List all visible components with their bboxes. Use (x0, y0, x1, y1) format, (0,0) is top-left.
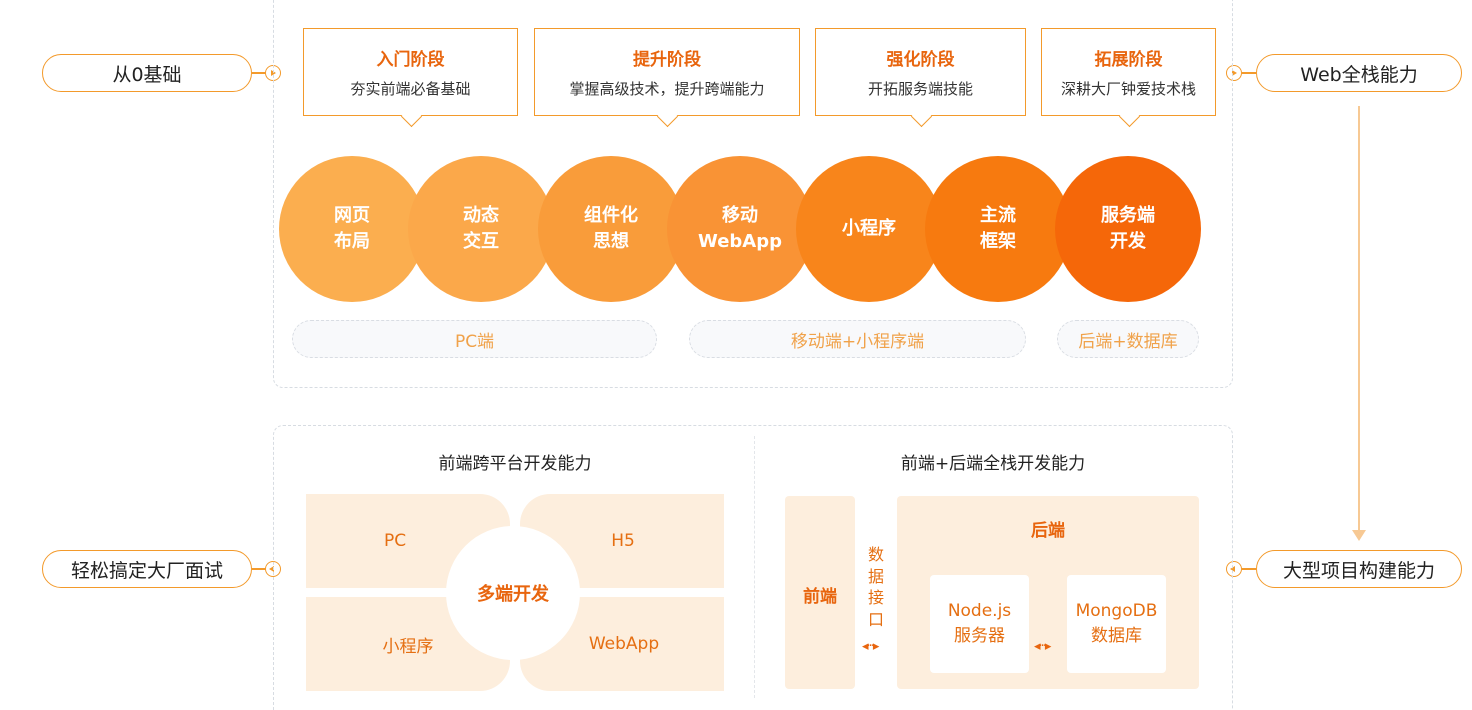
play-right-icon (1226, 65, 1242, 81)
backend-label: 后端 (1031, 521, 1065, 541)
goal-pill: Web全栈能力 (1256, 54, 1462, 92)
bidirectional-arrow-icon: ◂···▸ (862, 639, 880, 654)
skill-bubble: 网页 布局 (279, 156, 425, 302)
category-pc: PC端 (292, 320, 657, 358)
arrow-down-icon (1352, 530, 1366, 541)
start-pill: 从0基础 (42, 54, 252, 92)
category-backend: 后端+数据库 (1057, 320, 1199, 358)
frontend-label: 前端 (803, 587, 837, 607)
stage-desc: 夯实前端必备基础 (350, 80, 471, 98)
stage-strengthen: 强化阶段 开拓服务端技能 (815, 28, 1026, 116)
cross-platform-title: 前端跨平台开发能力 (438, 454, 592, 474)
server-label: 服务器 (954, 626, 1005, 646)
interview-connector (252, 568, 266, 570)
skill-bubble: 动态 交互 (408, 156, 554, 302)
skill-bubble: 移动 WebApp (667, 156, 813, 302)
quadrant-label: 小程序 (382, 636, 434, 657)
stage-title: 强化阶段 (886, 50, 955, 70)
skill-bubble: 小程序 (796, 156, 942, 302)
stage-desc: 深耕大厂钟爱技术栈 (1060, 80, 1196, 98)
frontend-box (785, 496, 855, 689)
stage-title: 提升阶段 (633, 50, 701, 70)
server-name: Node.js (947, 600, 1012, 621)
interview-pill-label: 轻松搞定大厂面试 (70, 559, 223, 582)
stage-advance: 提升阶段 掌握高级技术，提升跨端能力 (534, 28, 800, 116)
fullstack-title: 前端+后端全栈开发能力 (900, 454, 1086, 474)
server-box: Node.js 服务器 (930, 575, 1029, 673)
database-box: MongoDB 数据库 (1067, 575, 1166, 673)
stage-desc: 开拓服务端技能 (867, 80, 973, 98)
skill-bubble: 主流 框架 (925, 156, 1071, 302)
stage-title: 入门阶段 (376, 50, 445, 70)
db-label: 数据库 (1091, 626, 1142, 646)
stage-expand: 拓展阶段 深耕大厂钟爱技术栈 (1041, 28, 1216, 116)
goal-pill-label: Web全栈能力 (1300, 63, 1418, 86)
multi-platform-center: 多端开发 (446, 526, 580, 660)
project-connector (1242, 568, 1256, 570)
db-name: MongoDB (1075, 600, 1158, 621)
skill-bubble: 服务端 开发 (1055, 156, 1201, 302)
stage-desc: 掌握高级技术，提升跨端能力 (569, 80, 765, 98)
vertical-arrow-line (1358, 106, 1360, 530)
learning-path-panel (273, 0, 1233, 388)
skill-bubble: 组件化 思想 (538, 156, 684, 302)
goal-connector (1242, 72, 1256, 74)
ability-panel (273, 425, 1233, 710)
stage-title: 拓展阶段 (1094, 50, 1163, 70)
interview-pill: 轻松搞定大厂面试 (42, 550, 252, 588)
api-label: 数 据 接 口 (867, 545, 884, 629)
project-pill-label: 大型项目构建能力 (1282, 559, 1435, 582)
category-mobile: 移动端+小程序端 (689, 320, 1026, 358)
bidirectional-arrow-icon: ◂···▸ (1034, 639, 1052, 654)
start-pill-label: 从0基础 (112, 63, 182, 86)
quadrant-label: PC (383, 531, 407, 551)
start-connector (252, 72, 266, 74)
stage-intro: 入门阶段 夯实前端必备基础 (303, 28, 518, 116)
quadrant-label: WebApp (588, 634, 660, 654)
panel-divider (754, 436, 755, 698)
quadrant-label: H5 (611, 531, 635, 551)
project-pill: 大型项目构建能力 (1256, 550, 1462, 588)
